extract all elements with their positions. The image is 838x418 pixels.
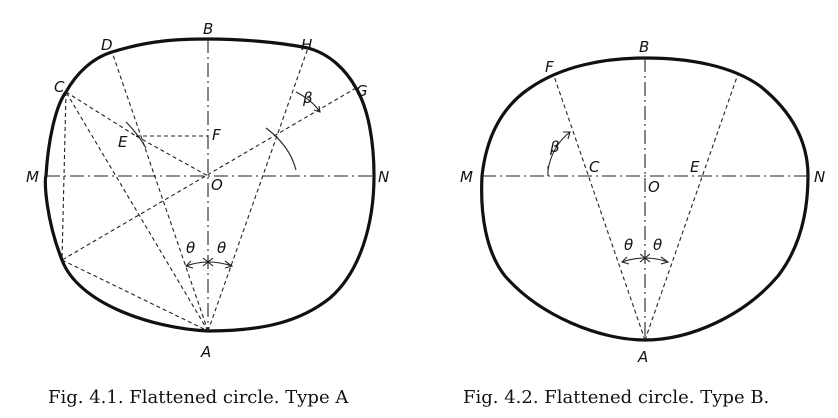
figure-a-label-N: N (378, 168, 389, 186)
figure-b-beta: β (549, 138, 560, 156)
figure-a-line-C-E (65, 91, 137, 137)
figure-a-line-lower-A (61, 259, 209, 332)
figure-a-line-A-H (207, 47, 309, 332)
figure-a-caption: Fig. 4.1. Flattened circle. Type A (48, 387, 349, 408)
figure-a-theta-right: θ (217, 239, 226, 257)
figure-a-line-A-D (111, 51, 209, 332)
figure-b-beta-arrow (563, 131, 571, 140)
figure-a-beta-arc (295, 91, 321, 113)
figure-a: B D H C G E F M N O A θ θ β Fig. 4.1. Fl… (26, 20, 389, 408)
figure-a-theta-arrow-right (224, 260, 234, 269)
figure-b-label-F: F (545, 58, 554, 76)
figure-a-beta: β (302, 89, 313, 107)
figure-b-line-A-F (553, 75, 646, 341)
figure-b-theta-left: θ (624, 236, 633, 254)
figure-a-label-B: B (203, 20, 213, 38)
figure-a-line-C-vertical (61, 91, 67, 261)
figure-a-beta-arrow (313, 105, 321, 113)
figure-a-label-M: M (26, 168, 39, 186)
figure-a-label-G: G (356, 82, 368, 100)
figure-b-label-E: E (690, 158, 700, 176)
figure-a-outline (43, 37, 376, 333)
figure-b-theta-right: θ (653, 236, 662, 254)
figure-b-label-A: A (637, 348, 648, 366)
figure-a-line-A-C (65, 91, 209, 332)
figure-b: B F M N C E O A θ θ β Fig. 4.2. Flattene… (460, 38, 825, 408)
figure-b-caption: Fig. 4.2. Flattened circle. Type B. (463, 387, 769, 408)
figure-a-label-C: C (54, 78, 65, 96)
figure-b-label-O: O (648, 178, 660, 196)
figure-a-line-E-O (135, 135, 209, 177)
figure-a-label-A: A (200, 343, 211, 361)
figure-b-theta-arrow-left (620, 256, 630, 265)
figure-a-arc-E (125, 121, 147, 149)
figure-b-label-B: B (639, 38, 649, 56)
figure-a-label-D: D (101, 36, 113, 54)
figure-b-theta-arrow-right (660, 256, 670, 265)
figure-a-arc-right (265, 127, 297, 171)
figure-b-label-M: M (460, 168, 473, 186)
figure-b-label-C: C (589, 158, 600, 176)
figure-b-theta-arrow-mid-r (644, 253, 651, 263)
figure-b-label-N: N (814, 168, 825, 186)
figure-a-theta-left: θ (186, 239, 195, 257)
figure-a-label-H: H (301, 36, 312, 54)
figure-a-label-F: F (212, 126, 221, 144)
figure-a-label-E: E (118, 133, 128, 151)
figure-b-beta-arc (547, 131, 571, 171)
figure-a-line-G-lower (61, 87, 357, 261)
figure-b-line-A-right (644, 73, 739, 341)
figure-a-theta-arrow-mid-r (207, 257, 214, 267)
figure-a-theta-arrow-left (184, 260, 194, 269)
figure-a-label-O: O (211, 176, 223, 194)
